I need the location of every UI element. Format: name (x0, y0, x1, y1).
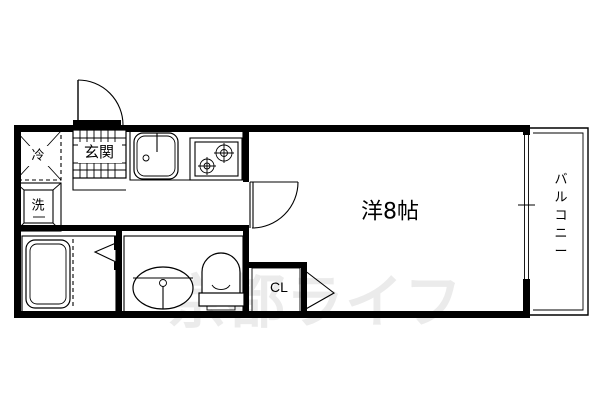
balcony-inner-outline (533, 132, 584, 311)
interior-partitions (14, 125, 249, 318)
closet-interior (251, 267, 301, 313)
balcony-label-char-0: バ (554, 173, 567, 188)
kitchen-counter (129, 130, 244, 181)
washer-label-backdrop (28, 197, 50, 216)
balcony-label-char-1: ル (554, 191, 567, 206)
washer-inner-box (23, 189, 54, 224)
washer-corner-2 (52, 182, 62, 191)
toilet-base (206, 305, 236, 311)
wall-left (14, 125, 21, 318)
washer-corner-1 (15, 182, 25, 191)
structural-walls (14, 125, 530, 318)
bathroom-outline (21, 235, 117, 313)
washer-corner-4 (52, 222, 62, 232)
wall-bath-right (116, 231, 122, 318)
washer-space: 洗 (15, 182, 62, 232)
entrance-door-threshold[interactable] (73, 120, 121, 125)
wall-kitchen-bottom (88, 225, 246, 231)
refrigerator-label-backdrop (27, 146, 50, 166)
toilet-seat-mark (211, 284, 231, 290)
bathroom-area (21, 235, 119, 313)
refrigerator-space: 冷 (15, 130, 62, 181)
washer-outer-box (15, 182, 62, 232)
washbasin (132, 266, 194, 310)
bathtub-outer (25, 239, 71, 309)
gas-stove-top (194, 141, 239, 177)
closet-label: CL (270, 279, 288, 295)
washer-corner-3 (15, 222, 25, 232)
toilet-room-outline (123, 235, 244, 313)
wall-top (14, 125, 530, 132)
toilet-bowl (201, 252, 241, 296)
entrance-label: 玄関 (84, 143, 114, 161)
bath-door-jamb-bottom (114, 262, 119, 270)
toilet-fixture (198, 252, 245, 311)
entrance-door[interactable] (73, 79, 124, 126)
kitchen-sink-drain (142, 154, 150, 162)
balcony-label-char-4: ー (554, 245, 567, 260)
refrigerator-label: 冷 (31, 149, 44, 164)
bath-door-jamb-top (114, 236, 119, 250)
closet-wall-top (249, 262, 307, 268)
entrance-step-edge (72, 178, 126, 191)
balcony-label-char-3: ニ (554, 227, 567, 242)
kitchen-sink-basin (133, 132, 179, 180)
entrance-door-swing-arc (77, 79, 124, 126)
wall-bath-top (14, 225, 88, 231)
balcony-area: バ ル コ ニ ー (518, 127, 589, 316)
entrance-area: 玄関 (72, 129, 127, 191)
toilet-room (123, 225, 245, 313)
bathtub-inner (29, 243, 67, 305)
balcony-label-char-2: コ (554, 209, 567, 224)
wall-toilet-right (243, 231, 249, 318)
gas-stove-frame (189, 137, 243, 181)
wall-kitchen-room-upper (243, 125, 249, 182)
toilet-door[interactable] (136, 225, 222, 231)
closet-wall-right (301, 262, 307, 312)
wall-bottom (14, 311, 530, 318)
wall-right-upper (523, 125, 530, 135)
balcony-label: バ ル コ ニ ー (554, 173, 567, 260)
room-door[interactable] (249, 181, 299, 229)
refrigerator-box (15, 130, 62, 181)
closet-area: CL (249, 262, 335, 313)
entrance-label-backdrop (78, 142, 122, 163)
balcony-outline (530, 127, 589, 316)
wall-right-lower (523, 279, 530, 318)
main-room-label: 洋8帖 (361, 200, 419, 225)
kitchen-sink-inner (136, 135, 176, 177)
bath-door-arrow[interactable] (93, 242, 117, 263)
room-door-swing-arc (251, 181, 299, 229)
toilet-tank (198, 292, 245, 307)
closet-door-arrow[interactable] (303, 269, 335, 311)
washer-label: 洗 (31, 199, 44, 214)
kitchen-counter-outline (129, 130, 244, 181)
